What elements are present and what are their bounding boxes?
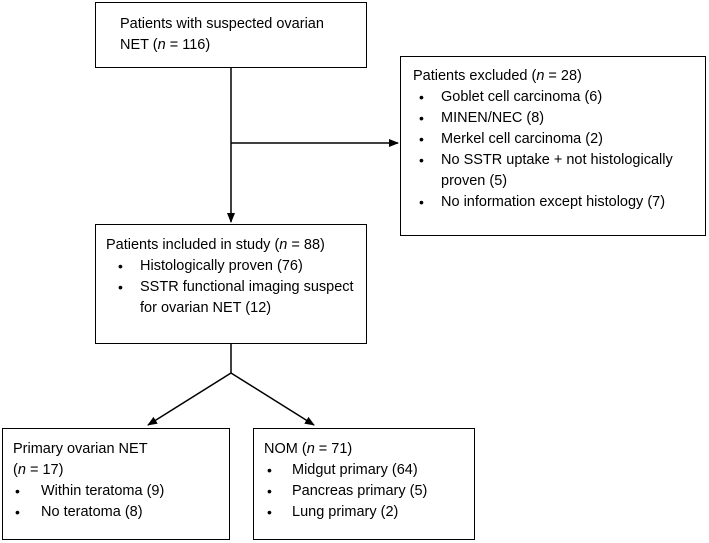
suspected-line1: Patients with suspected ovarian: [120, 16, 324, 32]
list-item: •SSTR functional imaging suspect for ova…: [118, 279, 354, 316]
list-item: •Pancreas primary (5): [267, 483, 428, 499]
included-list: •Histologically proven (76) •SSTR functi…: [106, 256, 360, 319]
list-item: •No teratoma (8): [15, 504, 143, 520]
arrow-to-primary: [147, 372, 232, 426]
nom-box: NOM (n = 71) •Midgut primary (64) •Pancr…: [253, 428, 475, 540]
list-item: •MINEN/NEC (8): [419, 110, 545, 126]
list-item: •Midgut primary (64): [267, 462, 418, 478]
excluded-title: Patients excluded (n = 28): [413, 68, 582, 84]
included-title: Patients included in study (n = 88): [106, 237, 325, 253]
primary-list: •Within teratoma (9) •No teratoma (8): [13, 481, 223, 523]
list-item: •No information except histology (7): [419, 194, 666, 210]
primary-line1: Primary ovarian NET: [13, 441, 148, 457]
list-item: •Within teratoma (9): [15, 483, 165, 499]
arrow-to-nom: [230, 372, 315, 426]
excluded-list: •Goblet cell carcinoma (6) •MINEN/NEC (8…: [413, 87, 697, 213]
nom-title: NOM (n = 71): [264, 441, 353, 457]
suspected-line2: NET (n = 116): [120, 37, 211, 53]
nom-list: •Midgut primary (64) •Pancreas primary (…: [264, 460, 468, 523]
list-item: •Merkel cell carcinoma (2): [419, 131, 603, 147]
primary-line2: (n = 17): [13, 462, 64, 478]
suspected-patients-box: Patients with suspected ovarian NET (n =…: [95, 2, 367, 68]
list-item: •Lung primary (2): [267, 504, 399, 520]
included-patients-box: Patients included in study (n = 88) •His…: [95, 224, 367, 344]
excluded-patients-box: Patients excluded (n = 28) •Goblet cell …: [400, 56, 706, 236]
list-item: •Goblet cell carcinoma (6): [419, 89, 603, 105]
list-item: •Histologically proven (76): [118, 258, 303, 274]
primary-ovarian-net-box: Primary ovarian NET (n = 17) •Within ter…: [2, 428, 230, 540]
list-item: •No SSTR uptake + not histologically pro…: [419, 152, 673, 189]
